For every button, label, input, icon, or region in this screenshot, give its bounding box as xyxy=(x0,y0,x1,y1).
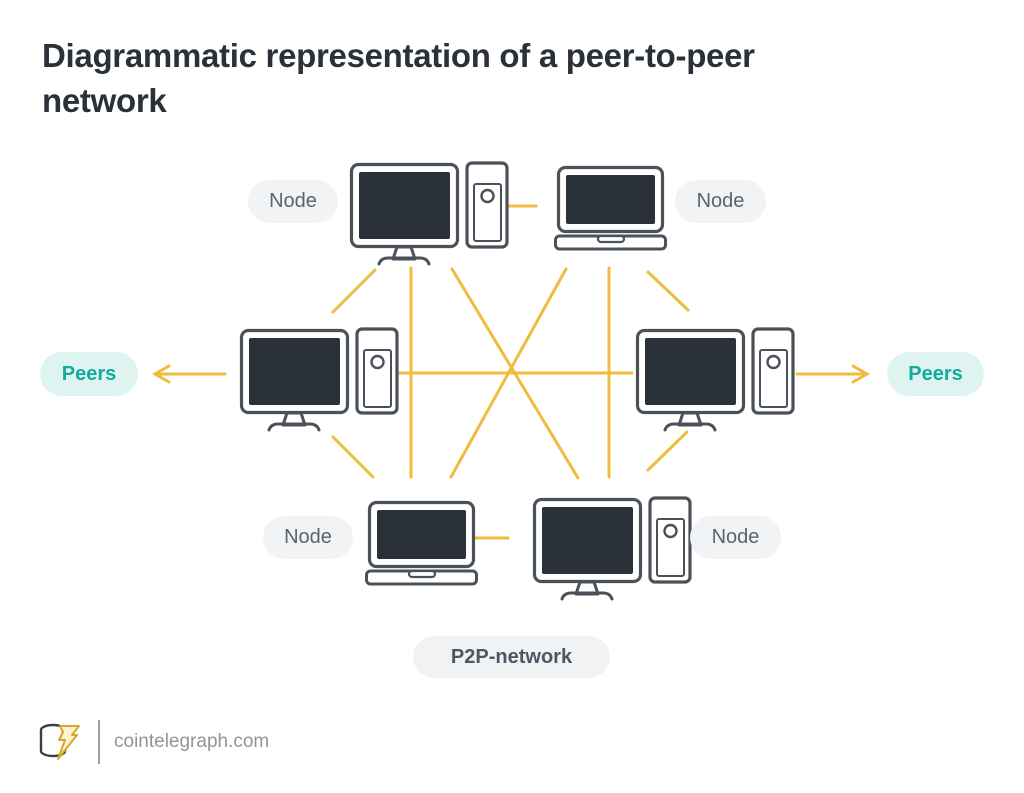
desktop-computer-icon-top-left xyxy=(349,161,509,266)
connection-line-left-top-corner xyxy=(331,268,377,314)
cointelegraph-logo-icon xyxy=(39,723,80,760)
desktop-computer-icon-bottom-right xyxy=(532,496,692,601)
node-label-top-left: Node xyxy=(248,180,338,223)
peers-label-right: Peers xyxy=(887,352,984,396)
connection-line-right-top-corner xyxy=(646,270,690,312)
footer-site-text: cointelegraph.com xyxy=(114,731,270,752)
arrow-to-peers-left xyxy=(151,364,227,384)
footer-divider xyxy=(98,720,100,764)
footer: cointelegraph.com xyxy=(36,718,269,766)
laptop-computer-icon-bottom-left xyxy=(364,500,479,586)
p2p-network-label: P2P-network xyxy=(413,636,610,678)
connection-line-right-bottom-corner xyxy=(646,430,689,472)
connection-line-diagonal-tr-bl xyxy=(449,267,568,479)
desktop-computer-icon-middle-right xyxy=(635,327,795,432)
peers-label-left: Peers xyxy=(40,352,138,396)
node-label-bottom-right: Node xyxy=(690,516,781,559)
page-title: Diagrammatic representation of a peer-to… xyxy=(42,37,755,119)
connection-line-left-bottom-corner xyxy=(331,435,375,479)
desktop-computer-icon-middle-left xyxy=(239,327,399,432)
connection-line-diagonal-tl-br xyxy=(450,267,580,480)
node-label-bottom-left: Node xyxy=(263,516,353,559)
arrow-to-peers-right xyxy=(795,364,871,384)
laptop-computer-icon-top-right xyxy=(553,165,668,251)
node-label-top-right: Node xyxy=(675,180,766,223)
